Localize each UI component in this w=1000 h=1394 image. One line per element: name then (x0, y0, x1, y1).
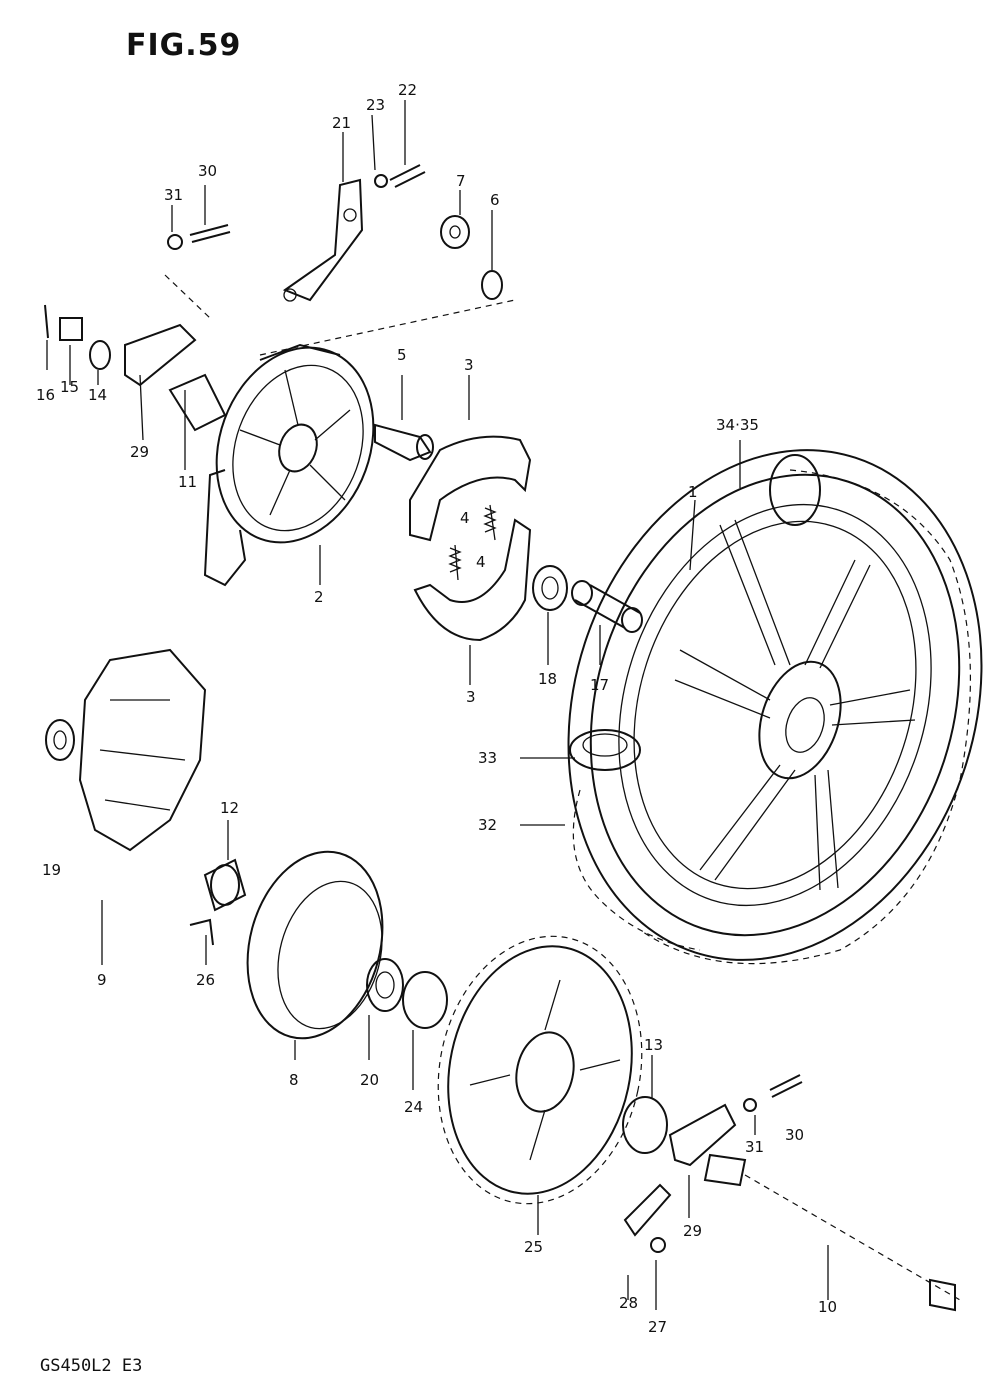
callout-30-right: 30 (785, 1126, 804, 1144)
callout-12: 12 (220, 799, 239, 817)
page-title: FIG.59 (126, 28, 242, 63)
callout-34-35: 34·35 (716, 416, 759, 434)
callout-10: 10 (818, 1298, 837, 1316)
callout-7: 7 (456, 172, 466, 190)
footer-model-code: GS450L2 E3 (40, 1356, 143, 1376)
callout-labels: 1 2 3 3 4 4 5 6 7 8 9 10 11 12 13 14 15 … (36, 81, 837, 1336)
torque-link (259, 164, 516, 356)
callout-27: 27 (648, 1318, 667, 1336)
leader-lines (46, 100, 829, 1310)
callout-28: 28 (619, 1294, 638, 1312)
sprocket-drum (189, 850, 448, 1040)
callout-26: 26 (196, 971, 215, 989)
callout-29-right: 29 (683, 1222, 702, 1240)
brake-panel (203, 343, 375, 587)
callout-32: 32 (478, 816, 497, 834)
callout-33: 33 (478, 749, 497, 767)
callout-11: 11 (178, 473, 197, 491)
callout-21: 21 (332, 114, 351, 132)
brake-cam (374, 423, 434, 462)
callout-9: 9 (97, 971, 107, 989)
callout-23: 23 (366, 96, 385, 114)
callout-4-upper: 4 (460, 509, 470, 527)
callout-4-lower: 4 (476, 553, 486, 571)
callout-8: 8 (289, 1071, 299, 1089)
callout-3-top: 3 (464, 356, 474, 374)
callout-24: 24 (404, 1098, 423, 1116)
callout-5: 5 (397, 346, 407, 364)
callout-3-bottom: 3 (466, 688, 476, 706)
callout-22: 22 (398, 81, 417, 99)
callout-25: 25 (524, 1238, 543, 1256)
brake-shoes (409, 435, 532, 642)
rear-sprocket (437, 935, 643, 1205)
callout-29-left: 29 (130, 443, 149, 461)
callout-14: 14 (88, 386, 107, 404)
callout-18: 18 (538, 670, 557, 688)
left-axle-parts (44, 224, 231, 432)
callout-13: 13 (644, 1036, 663, 1054)
callout-19: 19 (42, 861, 61, 879)
rear-wheel (567, 449, 983, 965)
callout-1: 1 (688, 483, 698, 501)
callout-20: 20 (360, 1071, 379, 1089)
callout-6: 6 (490, 191, 500, 209)
callout-15: 15 (60, 378, 79, 396)
right-axle-parts (622, 1074, 961, 1312)
cush-dampers (45, 648, 247, 912)
callout-31-right: 31 (745, 1138, 764, 1156)
callout-2: 2 (314, 588, 324, 606)
callout-16: 16 (36, 386, 55, 404)
callout-17: 17 (590, 676, 609, 694)
callout-31-top: 31 (164, 186, 183, 204)
callout-30-top: 30 (198, 162, 217, 180)
bearing-spacer (532, 565, 643, 633)
